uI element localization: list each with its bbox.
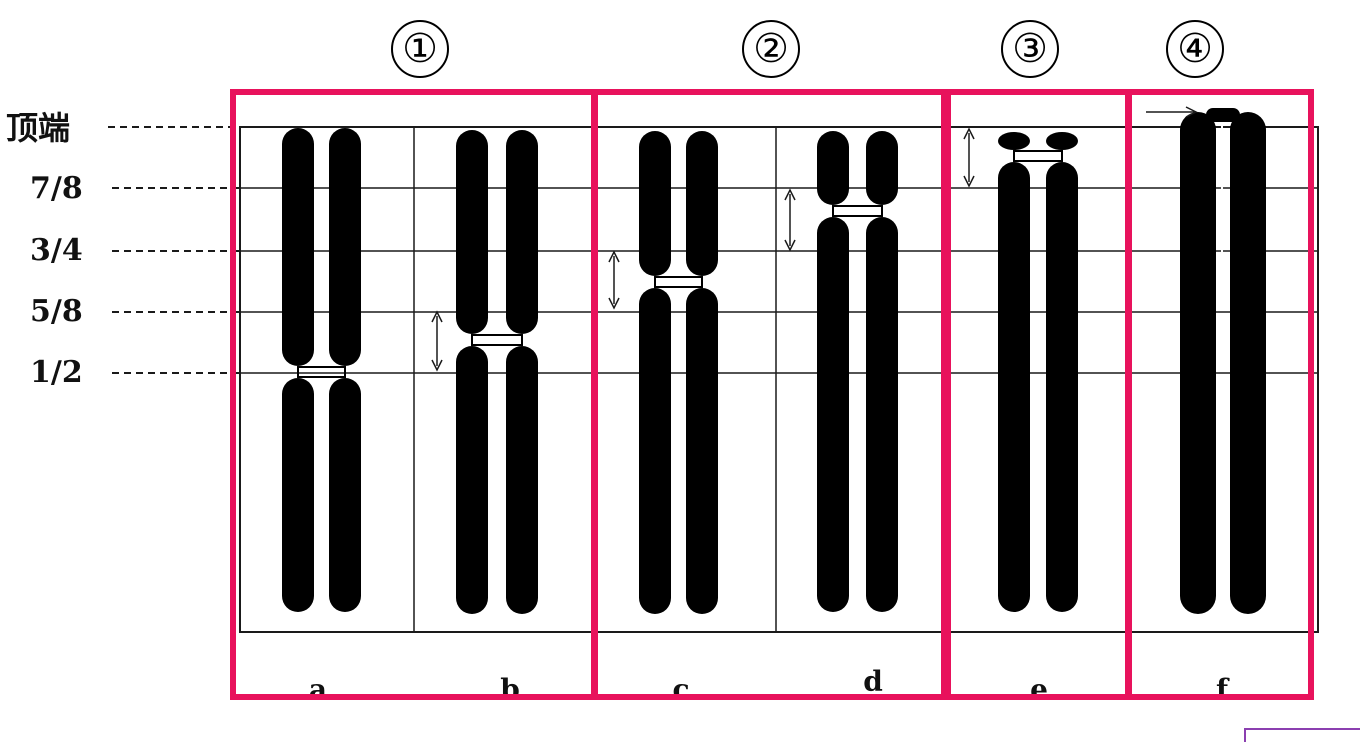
label-5-8: 5/8: [30, 294, 83, 329]
chromosome-c-centromere: [654, 276, 703, 288]
chromatid-arm: [817, 217, 849, 612]
chromatid-arm: [282, 378, 314, 612]
chromatid-arm: [282, 128, 314, 366]
chromatid-arm: [639, 131, 671, 276]
chromatid-arm: [817, 131, 849, 205]
arrow-b-head: [431, 359, 443, 372]
arrow-e-head: [963, 175, 975, 188]
chromatid-arm: [686, 288, 718, 614]
arm-length-arrows: [431, 106, 1198, 372]
label-top: 顶端: [6, 109, 71, 147]
group-number-4: ④: [1166, 20, 1224, 78]
arrow-d-head: [784, 239, 796, 252]
chromatid-arm: [866, 131, 898, 205]
chromatid-arm: [329, 378, 361, 612]
arrow-c-head: [608, 297, 620, 310]
arrow-f-head: [1185, 106, 1198, 118]
dashed-guide-lines: [108, 126, 240, 374]
label-7-8: 7/8: [30, 171, 83, 206]
chromatid-arm: [998, 132, 1030, 150]
arrow-d-head: [784, 188, 796, 201]
chromosome-e-centromere: [1013, 150, 1063, 162]
group-box-2: [591, 89, 947, 700]
group-highlight-boxes: [230, 89, 1314, 700]
chromatid-arm: [998, 162, 1030, 612]
chromosome-label-d: d: [863, 665, 883, 698]
label-3-4: 3/4: [30, 233, 83, 268]
label-1-2: 1/2: [30, 355, 83, 390]
chromosomes: [282, 108, 1266, 614]
chromosome-a-centromere: [297, 366, 346, 378]
chromosome-f-centromere: [1206, 108, 1240, 122]
chromosome-d-centromere: [832, 205, 883, 217]
chromosome-b-centromere: [471, 334, 523, 346]
chromatid-arm: [1046, 132, 1078, 150]
chromosome-f-chromatid: [1180, 112, 1216, 614]
arrow-b-head: [431, 310, 443, 323]
chromatid-arm: [456, 346, 488, 614]
chromatid-arm: [639, 288, 671, 614]
group-number-2: ②: [742, 20, 800, 78]
group-box-3: [945, 89, 1131, 700]
chromatid-arm: [456, 130, 488, 334]
group-number-3: ③: [1001, 20, 1059, 78]
grid-frame: [239, 126, 1319, 633]
arrow-e-head: [963, 127, 975, 140]
corner-box: [1244, 728, 1360, 742]
chromatid-arm: [1046, 162, 1078, 612]
chromatid-arm: [686, 131, 718, 276]
grid-lines: [239, 126, 1319, 633]
group-number-1: ①: [391, 20, 449, 78]
chromatid-arm: [866, 217, 898, 612]
chromatid-arm: [506, 346, 538, 614]
chromosome-f-chromatid: [1230, 112, 1266, 614]
chromatid-arm: [506, 130, 538, 334]
arrow-c-head: [608, 250, 620, 263]
chromatid-arm: [329, 128, 361, 366]
group-box-4: [1126, 89, 1314, 700]
